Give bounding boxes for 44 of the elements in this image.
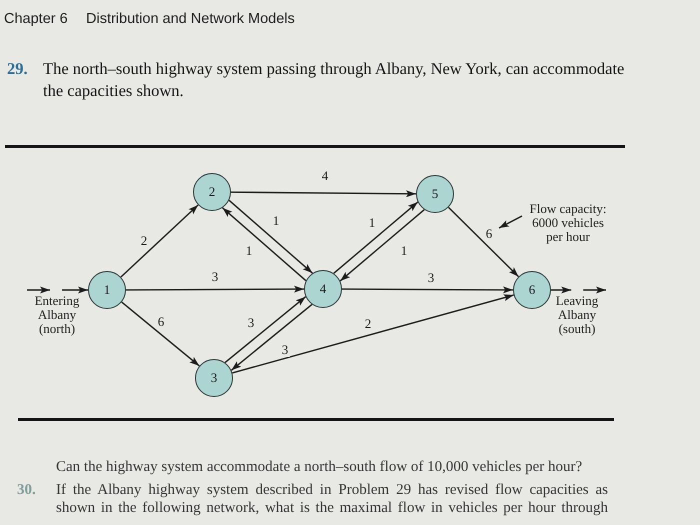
annotation-text: Flow capacity: 6000 vehicles per hour bbox=[523, 202, 613, 244]
edge-label: 3 bbox=[246, 316, 256, 330]
arrow bbox=[231, 190, 416, 198]
entry-note: Entering Albany (north) bbox=[27, 294, 87, 336]
node-circle: 3 bbox=[195, 359, 233, 397]
arrow bbox=[121, 302, 200, 366]
problem-number: 30. bbox=[17, 482, 36, 500]
edge-label: 4 bbox=[320, 169, 330, 183]
arrow bbox=[333, 202, 418, 274]
edge-label: 1 bbox=[244, 244, 254, 258]
arrow bbox=[120, 204, 199, 278]
problem-text: The north–south highway system passing through Albany, New York, can accommodate the capacities shown. bbox=[43, 58, 626, 102]
node-circle: 1 bbox=[88, 271, 126, 309]
edge-label: 3 bbox=[426, 271, 436, 285]
edge-label: 6 bbox=[484, 227, 494, 241]
leader-arrow bbox=[498, 215, 522, 229]
problem-number: 29. bbox=[7, 58, 28, 80]
arrow bbox=[232, 294, 514, 374]
problem-text: If the Albany highway system described in Problem 29 has revised flow capacities as shown in the following network, what is the maximal flow in vehicles per hour through bbox=[56, 482, 608, 517]
node-circle: 6 bbox=[513, 271, 551, 309]
arrow bbox=[448, 206, 519, 278]
edge-label: 1 bbox=[272, 214, 280, 228]
arrow bbox=[126, 286, 304, 293]
arrow bbox=[27, 286, 88, 294]
edge-label: 2 bbox=[364, 317, 372, 331]
arrow bbox=[551, 286, 606, 294]
arrow bbox=[228, 200, 313, 274]
node-circle: 5 bbox=[416, 175, 454, 213]
edge-label: 3 bbox=[280, 343, 290, 357]
node-circle: 4 bbox=[304, 270, 342, 308]
chapter-heading: Chapter 6 bbox=[4, 10, 68, 28]
edge-label: 3 bbox=[210, 270, 220, 284]
question-text: Can the highway system accommodate a north–south flow of 10,000 vehicles per hour? bbox=[56, 459, 584, 476]
arrow bbox=[340, 209, 425, 282]
edge-label: 1 bbox=[368, 216, 376, 230]
arrow bbox=[224, 296, 306, 364]
edge-label: 2 bbox=[140, 234, 148, 248]
arrow bbox=[222, 207, 306, 282]
edge-label: 1 bbox=[400, 244, 408, 258]
node-circle: 2 bbox=[193, 173, 231, 211]
edge-label: 6 bbox=[156, 315, 166, 329]
arrow bbox=[230, 304, 312, 371]
arrow bbox=[342, 286, 513, 294]
chapter-title: Distribution and Network Models bbox=[86, 10, 295, 28]
